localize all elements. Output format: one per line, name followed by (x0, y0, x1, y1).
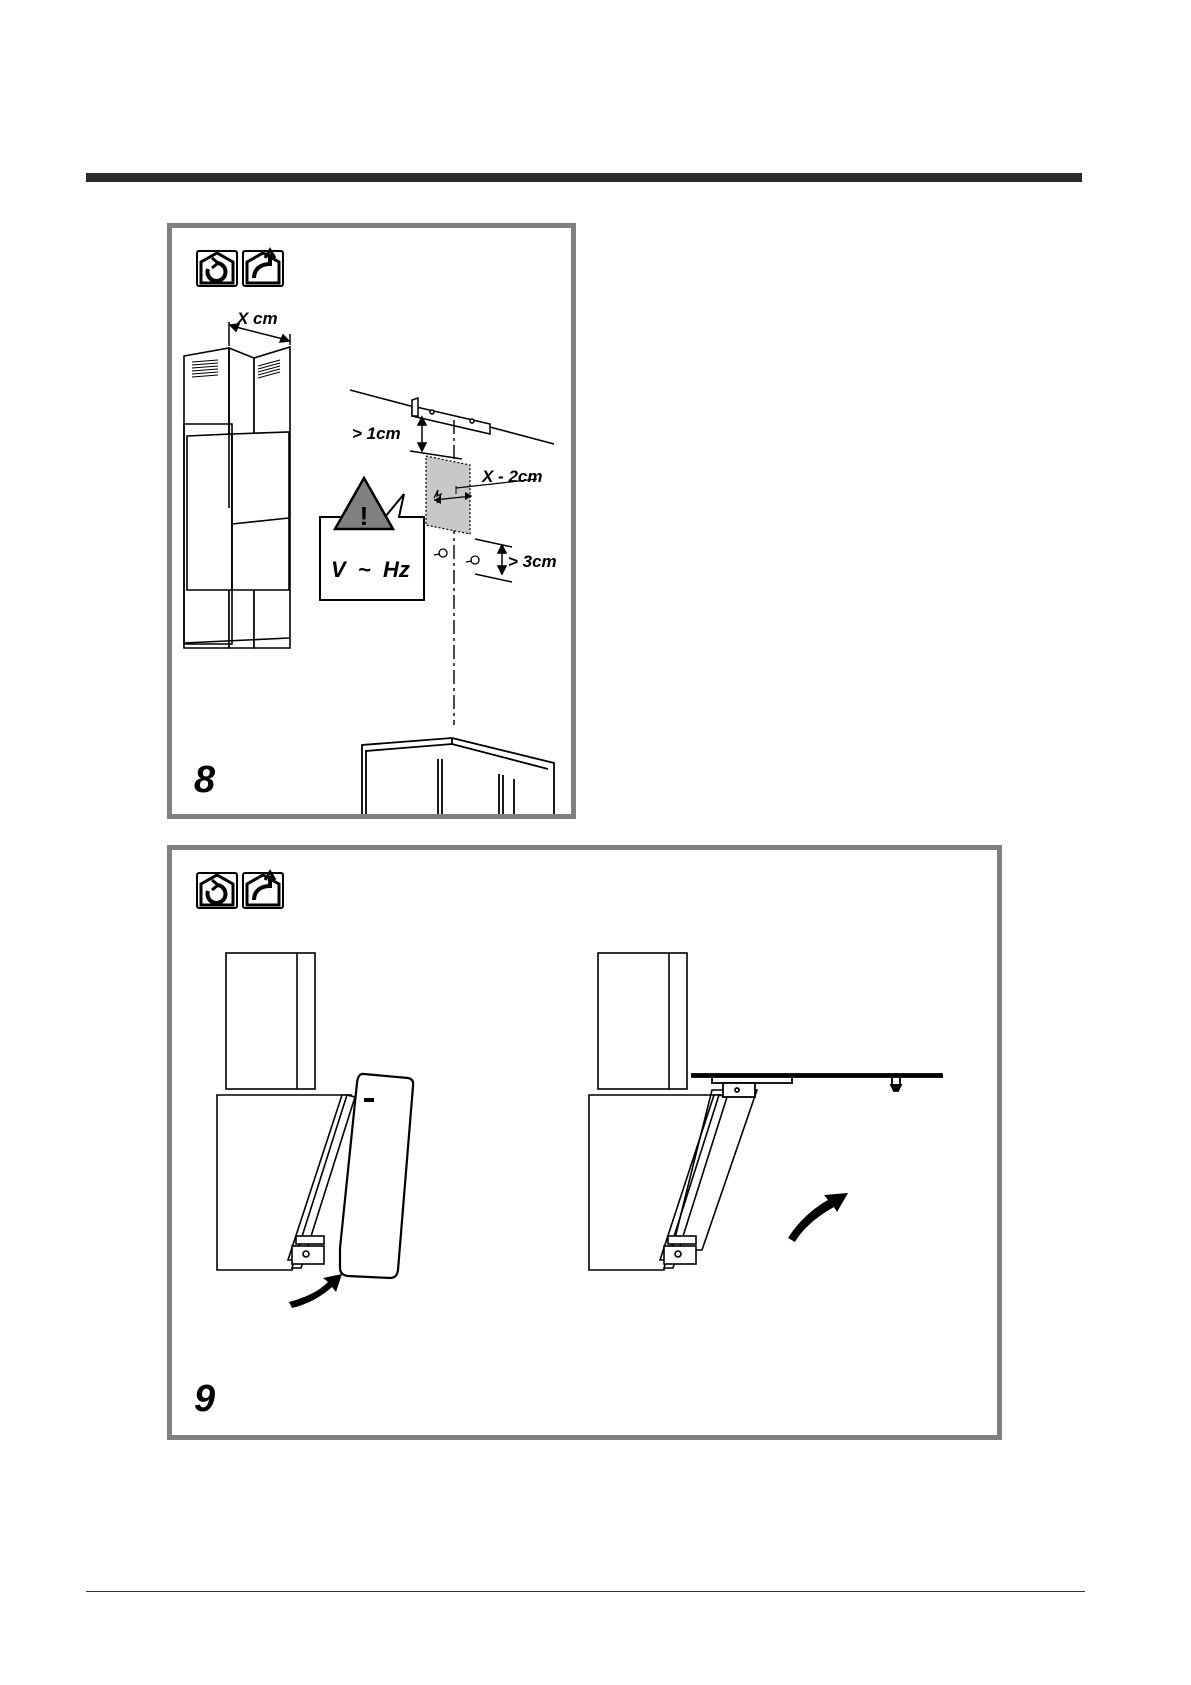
width-label: X cm (236, 309, 278, 328)
wall-cabinet (362, 738, 554, 814)
figure-9-panel: 9 (167, 845, 1002, 1440)
hood-left (217, 953, 355, 1270)
recirculation-house-icon (197, 251, 237, 286)
box-width-label: X - 2cm (481, 467, 542, 486)
hood-right (589, 953, 757, 1270)
bottom-clearance-label: > 3cm (508, 552, 557, 571)
extraction-house-icon (243, 250, 283, 286)
extraction-house-icon (243, 872, 283, 908)
figure-8-drawing: X cm > 1cm X - 2cm (172, 228, 571, 814)
curved-arrow-icon (788, 1193, 848, 1242)
figure-8-number: 8 (194, 761, 215, 799)
voltage-label: V ~ Hz (331, 557, 410, 582)
opened-glass-panel (692, 1074, 942, 1097)
header-rule (86, 173, 1082, 182)
recirculation-house-icon (197, 873, 237, 908)
top-clearance-label: > 1cm (352, 424, 401, 443)
bottom-clearance-dimension (475, 539, 512, 582)
voltage-warning-callout: ! V ~ Hz (320, 478, 424, 600)
figure-8-panel: X cm > 1cm X - 2cm (167, 223, 576, 819)
chimney-illustration (184, 347, 290, 648)
warning-symbol: ! (360, 501, 369, 531)
footer-rule (86, 1591, 1085, 1592)
figure-9-drawing (172, 850, 997, 1435)
mounting-bracket (412, 398, 490, 434)
curved-arrow-icon (289, 1274, 342, 1308)
figure-9-number: 9 (194, 1380, 215, 1418)
wall-screws (434, 549, 479, 564)
